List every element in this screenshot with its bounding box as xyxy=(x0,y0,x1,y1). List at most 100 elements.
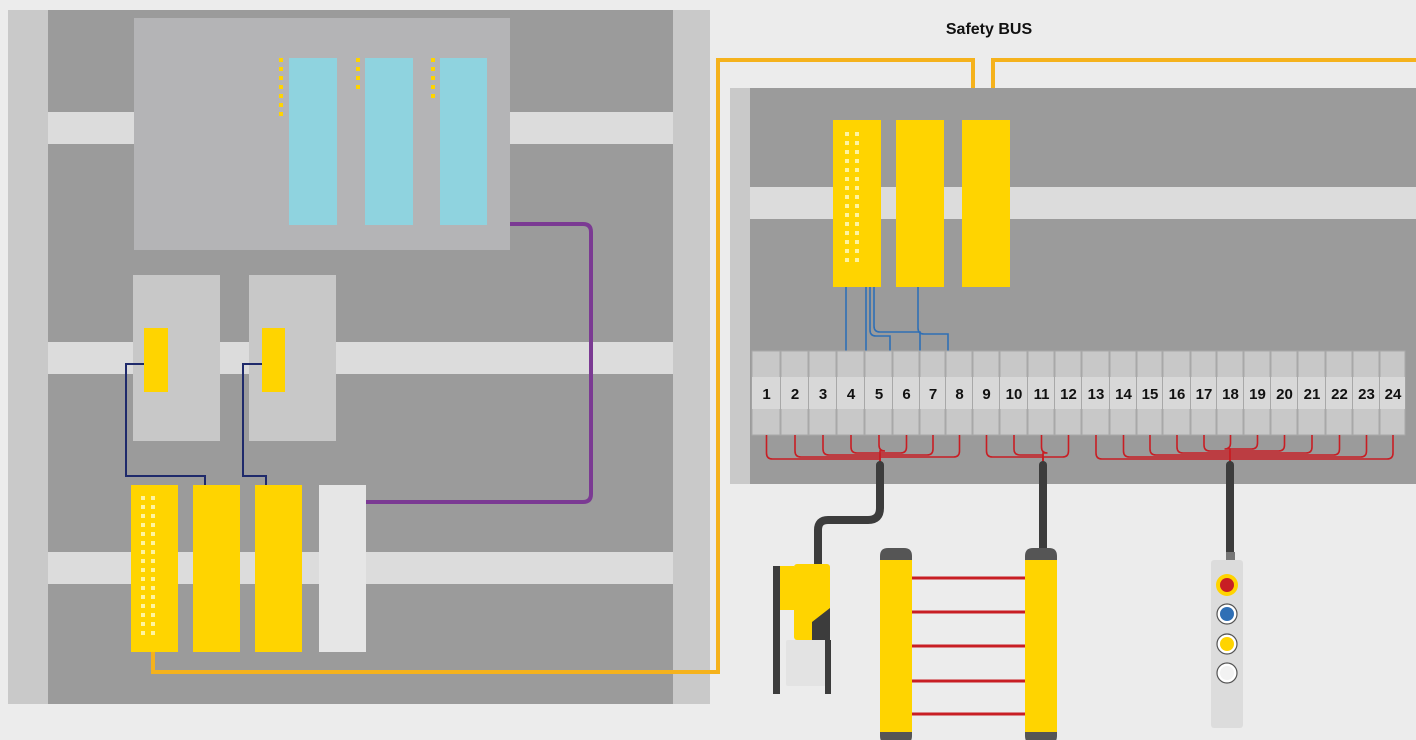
terminal-22: 22 xyxy=(1325,350,1353,436)
terminal-dot xyxy=(151,622,155,626)
right-cabinet-side-panel xyxy=(730,88,750,484)
terminal-label: 17 xyxy=(1196,386,1213,403)
terminal-label: 16 xyxy=(1169,386,1186,403)
terminal-6: 6 xyxy=(892,350,920,436)
terminal-dot xyxy=(855,222,859,226)
terminal-label: 18 xyxy=(1222,386,1239,403)
terminal-dot xyxy=(141,550,145,554)
terminal-dot xyxy=(151,541,155,545)
terminal-dot xyxy=(855,132,859,136)
terminal-15: 15 xyxy=(1136,350,1163,436)
terminal-1: 1 xyxy=(751,350,781,436)
terminal-11: 11 xyxy=(1027,350,1055,436)
terminal-dot xyxy=(845,177,849,181)
terminal-dot xyxy=(855,231,859,235)
terminal-dot xyxy=(151,496,155,500)
terminal-dot xyxy=(151,604,155,608)
terminal-dot xyxy=(845,150,849,154)
terminal-label: 5 xyxy=(875,386,883,403)
drive-unit xyxy=(249,275,336,441)
terminal-dot xyxy=(855,240,859,244)
drive-safety-card xyxy=(262,328,285,392)
terminal-label: 20 xyxy=(1276,386,1293,403)
gateway-module xyxy=(319,485,366,652)
terminal-23: 23 xyxy=(1352,350,1380,436)
terminal-18: 18 xyxy=(1216,350,1244,436)
terminal-9: 9 xyxy=(972,350,1000,436)
safety-bus-label: Safety BUS xyxy=(946,21,1033,38)
left-cabinet-side-panel xyxy=(8,10,48,704)
terminal-dot xyxy=(855,195,859,199)
terminal-16: 16 xyxy=(1162,350,1191,436)
plc-module xyxy=(289,58,337,225)
terminal-dot xyxy=(855,204,859,208)
terminal-dot xyxy=(141,505,145,509)
terminal-label: 6 xyxy=(902,386,910,403)
terminal-dot xyxy=(855,258,859,262)
plc-module xyxy=(440,58,487,225)
terminal-dot xyxy=(141,631,145,635)
terminal-dot xyxy=(855,141,859,145)
terminal-dot xyxy=(151,514,155,518)
network-cable xyxy=(366,222,593,504)
terminal-label: 11 xyxy=(1034,386,1050,403)
drive-wire xyxy=(242,363,267,486)
terminal-dot xyxy=(845,249,849,253)
terminal-dot xyxy=(151,559,155,563)
safety-switch-icon xyxy=(773,564,831,694)
terminal-dot xyxy=(141,496,145,500)
terminal-8: 8 xyxy=(945,350,973,436)
right-cabinet-side-panel xyxy=(673,10,710,704)
safety-io-module xyxy=(896,120,944,287)
terminal-label: 9 xyxy=(982,386,990,403)
terminal-19: 19 xyxy=(1243,350,1271,436)
terminal-dot xyxy=(141,586,145,590)
terminal-5: 5 xyxy=(864,350,893,436)
terminal-dot xyxy=(855,150,859,154)
terminal-label: 2 xyxy=(791,386,799,403)
terminal-2: 2 xyxy=(780,350,809,436)
terminal-dot xyxy=(141,604,145,608)
terminal-dot xyxy=(151,532,155,536)
terminal-label: 10 xyxy=(1006,386,1023,403)
terminal-label: 14 xyxy=(1115,386,1132,403)
terminal-20: 20 xyxy=(1270,350,1298,436)
terminal-dot xyxy=(855,213,859,217)
terminal-label: 8 xyxy=(955,386,963,403)
terminal-label: 3 xyxy=(819,386,827,403)
module-to-terminal-wires xyxy=(845,287,949,352)
terminal-dot xyxy=(151,595,155,599)
field-device-wires xyxy=(765,435,1394,465)
terminal-dot xyxy=(845,222,849,226)
terminal-dot xyxy=(141,622,145,626)
terminal-label: 24 xyxy=(1385,386,1402,403)
terminal-label: 7 xyxy=(929,386,937,403)
terminal-dot xyxy=(151,568,155,572)
plc-module xyxy=(365,58,413,225)
terminal-dot xyxy=(141,514,145,518)
terminal-label: 13 xyxy=(1088,386,1105,403)
terminal-13: 13 xyxy=(1081,350,1110,436)
drive-wire xyxy=(125,363,206,486)
plc-status-leds xyxy=(279,58,435,116)
terminal-3: 3 xyxy=(808,350,837,436)
terminal-dot xyxy=(151,505,155,509)
terminal-dot xyxy=(845,231,849,235)
terminal-label: 19 xyxy=(1249,386,1266,403)
terminal-dot xyxy=(141,577,145,581)
field-device-cables xyxy=(814,461,1234,570)
terminal-dot xyxy=(141,559,145,563)
terminal-dot xyxy=(151,577,155,581)
terminal-dot xyxy=(845,141,849,145)
terminal-14: 14 xyxy=(1109,350,1137,436)
terminal-label: 21 xyxy=(1304,386,1321,403)
terminal-dot xyxy=(855,177,859,181)
terminal-7: 7 xyxy=(919,350,946,436)
terminal-dot xyxy=(845,186,849,190)
control-pendant-icon xyxy=(1211,552,1243,728)
terminal-label: 12 xyxy=(1060,386,1077,403)
terminal-4: 4 xyxy=(836,350,865,436)
terminal-dot xyxy=(151,586,155,590)
